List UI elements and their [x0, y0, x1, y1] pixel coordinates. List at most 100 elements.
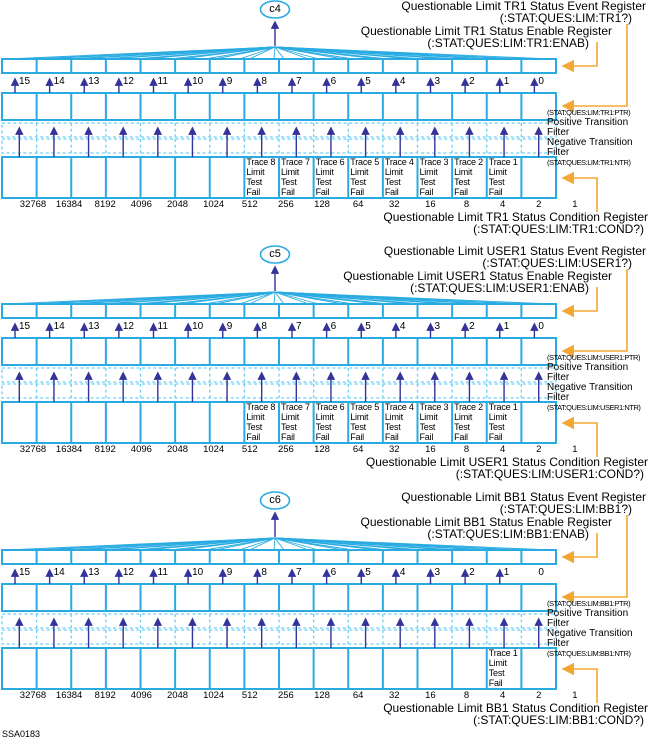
trace-cell-line: Limit	[454, 166, 473, 177]
transition-filter-arrows	[15, 617, 543, 648]
bit-weight: 64	[352, 690, 364, 701]
bit-weight: 32768	[19, 690, 47, 701]
bit-number: 14	[53, 76, 65, 87]
bit-weight: 8	[463, 690, 470, 701]
trace-cell-line: Fail	[419, 431, 434, 442]
event-callout-arrow	[561, 269, 628, 358]
trace-cell-line: Test	[454, 176, 470, 187]
transition-filter-arrows	[15, 126, 543, 157]
bit-weight: 2048	[166, 199, 189, 210]
trace-cell-line: Test	[281, 176, 297, 187]
enable-register-label-line2: (:STAT:QUES:LIM:TR1:ENAB)	[427, 36, 589, 51]
bit-number: 1	[503, 567, 510, 578]
bit-weight: 8192	[94, 199, 116, 210]
trace-cell-line: Fail	[350, 186, 364, 197]
bit-weight: 32	[389, 690, 400, 701]
condition-register-label-line2: (:STAT:QUES:LIM:TR1:COND?)	[473, 222, 644, 237]
enable-callout-arrow	[561, 287, 598, 318]
trace-cell-line: Limit	[384, 166, 403, 177]
trace-cell-line: Test	[419, 176, 436, 187]
bit-number: 9	[226, 76, 233, 87]
trace-cell-line: Trace 2	[454, 403, 483, 412]
bit-number: 7	[296, 76, 302, 87]
bit-weight: 128	[314, 690, 330, 701]
bit-weight: 16384	[55, 690, 83, 701]
bit-weight: 1	[572, 690, 578, 701]
trace-cell-line: Limit	[488, 657, 507, 668]
condition-register-label: Questionable Limit USER1 Status Conditio…	[366, 456, 648, 481]
condition-register-label-line1: Questionable Limit USER1 Status Conditio…	[365, 455, 648, 469]
bit-number: 15	[19, 321, 31, 332]
bit-number: 3	[434, 321, 441, 332]
bit-number: 8	[261, 321, 267, 332]
bit-number: 9	[226, 567, 233, 578]
condition-register-label: Questionable Limit BB1 Status Condition …	[383, 702, 648, 727]
trace-cell-line: Test	[488, 667, 505, 678]
callout-arrows	[561, 515, 628, 703]
trace-cell-line: Trace 7	[281, 158, 310, 167]
bit-number: 10	[192, 567, 204, 578]
summary-node-label: c5	[269, 248, 281, 260]
trace-cell-line: Fail	[488, 186, 503, 197]
callout-arrows	[561, 24, 628, 212]
bit-weight: 8	[463, 199, 470, 210]
bit-weight: 32768	[19, 199, 47, 210]
trace-cell-line: Test	[246, 176, 263, 187]
figure-id: SSA0183	[2, 729, 41, 739]
bit-weight: 8192	[94, 690, 116, 701]
bit-number: 15	[19, 76, 31, 87]
event-register-row	[1, 337, 557, 366]
ntr-filter-row	[1, 138, 557, 154]
trace-cell-line: Fail	[384, 186, 399, 197]
event-register-label-line2: (:STAT:QUES:LIM:USER1?)	[482, 256, 632, 271]
trace-cell-line: Test	[281, 421, 297, 432]
enable-register-label-line1: Questionable Limit BB1 Status Enable Reg…	[360, 515, 612, 529]
trace-cell-line: Trace 3	[419, 403, 449, 412]
condition-register-label: Questionable Limit TR1 Status Condition …	[383, 211, 648, 236]
bit-weight: 4096	[130, 690, 152, 701]
fan-lines	[6, 537, 552, 551]
trace-cell-line: Fail	[488, 431, 503, 442]
trace-cell-line: Fail	[419, 186, 434, 197]
bit-number: 0	[538, 321, 544, 332]
bit-number: 8	[261, 567, 267, 578]
event-register-label-line1: Questionable Limit TR1 Status Event Regi…	[401, 0, 646, 13]
enable-register-label-line2: (:STAT:QUES:LIM:BB1:ENAB)	[427, 527, 589, 542]
bit-weight: 1	[572, 199, 578, 210]
enable-register-label-line1: Questionable Limit TR1 Status Enable Reg…	[360, 24, 612, 38]
condition-register-label-line2: (:STAT:QUES:LIM:USER1:COND?)	[455, 467, 644, 482]
trace-cell-line: Test	[419, 421, 436, 432]
ptr-filter-row	[1, 122, 557, 138]
summary-node-circle	[259, 491, 291, 510]
bit-weight: 4096	[130, 199, 152, 210]
fan-lines	[6, 46, 552, 60]
bit-number: 4	[399, 567, 406, 578]
trace-cell-line: Test	[350, 176, 366, 187]
trace-cell-line: Limit	[246, 166, 265, 177]
trace-cell-line: Test	[315, 421, 332, 432]
bit-weight: 64	[352, 444, 364, 455]
event-register-label-line2: (:STAT:QUES:LIM:TR1?)	[499, 11, 632, 26]
summary-node-circle	[259, 0, 291, 19]
bit-number: 11	[157, 567, 168, 578]
bit-weight: 32	[389, 444, 400, 455]
event-register-row	[1, 92, 557, 121]
bit-weight: 8	[463, 444, 470, 455]
bit-number: 13	[88, 567, 100, 578]
block-graphics	[1, 0, 628, 212]
trace-cell-line: Trace 8	[246, 158, 276, 167]
bit-weight: 1024	[203, 199, 225, 210]
trace-cell-line: Fail	[384, 431, 399, 442]
fan-lines	[6, 291, 552, 305]
callout-arrows	[561, 269, 628, 457]
trace-cell-line: Limit	[315, 411, 334, 422]
bit-number: 10	[192, 76, 204, 87]
bit-number: 13	[88, 321, 100, 332]
bit-weight: 64	[352, 199, 364, 210]
negative-transition-filter-label: Negative Transition	[547, 382, 633, 393]
